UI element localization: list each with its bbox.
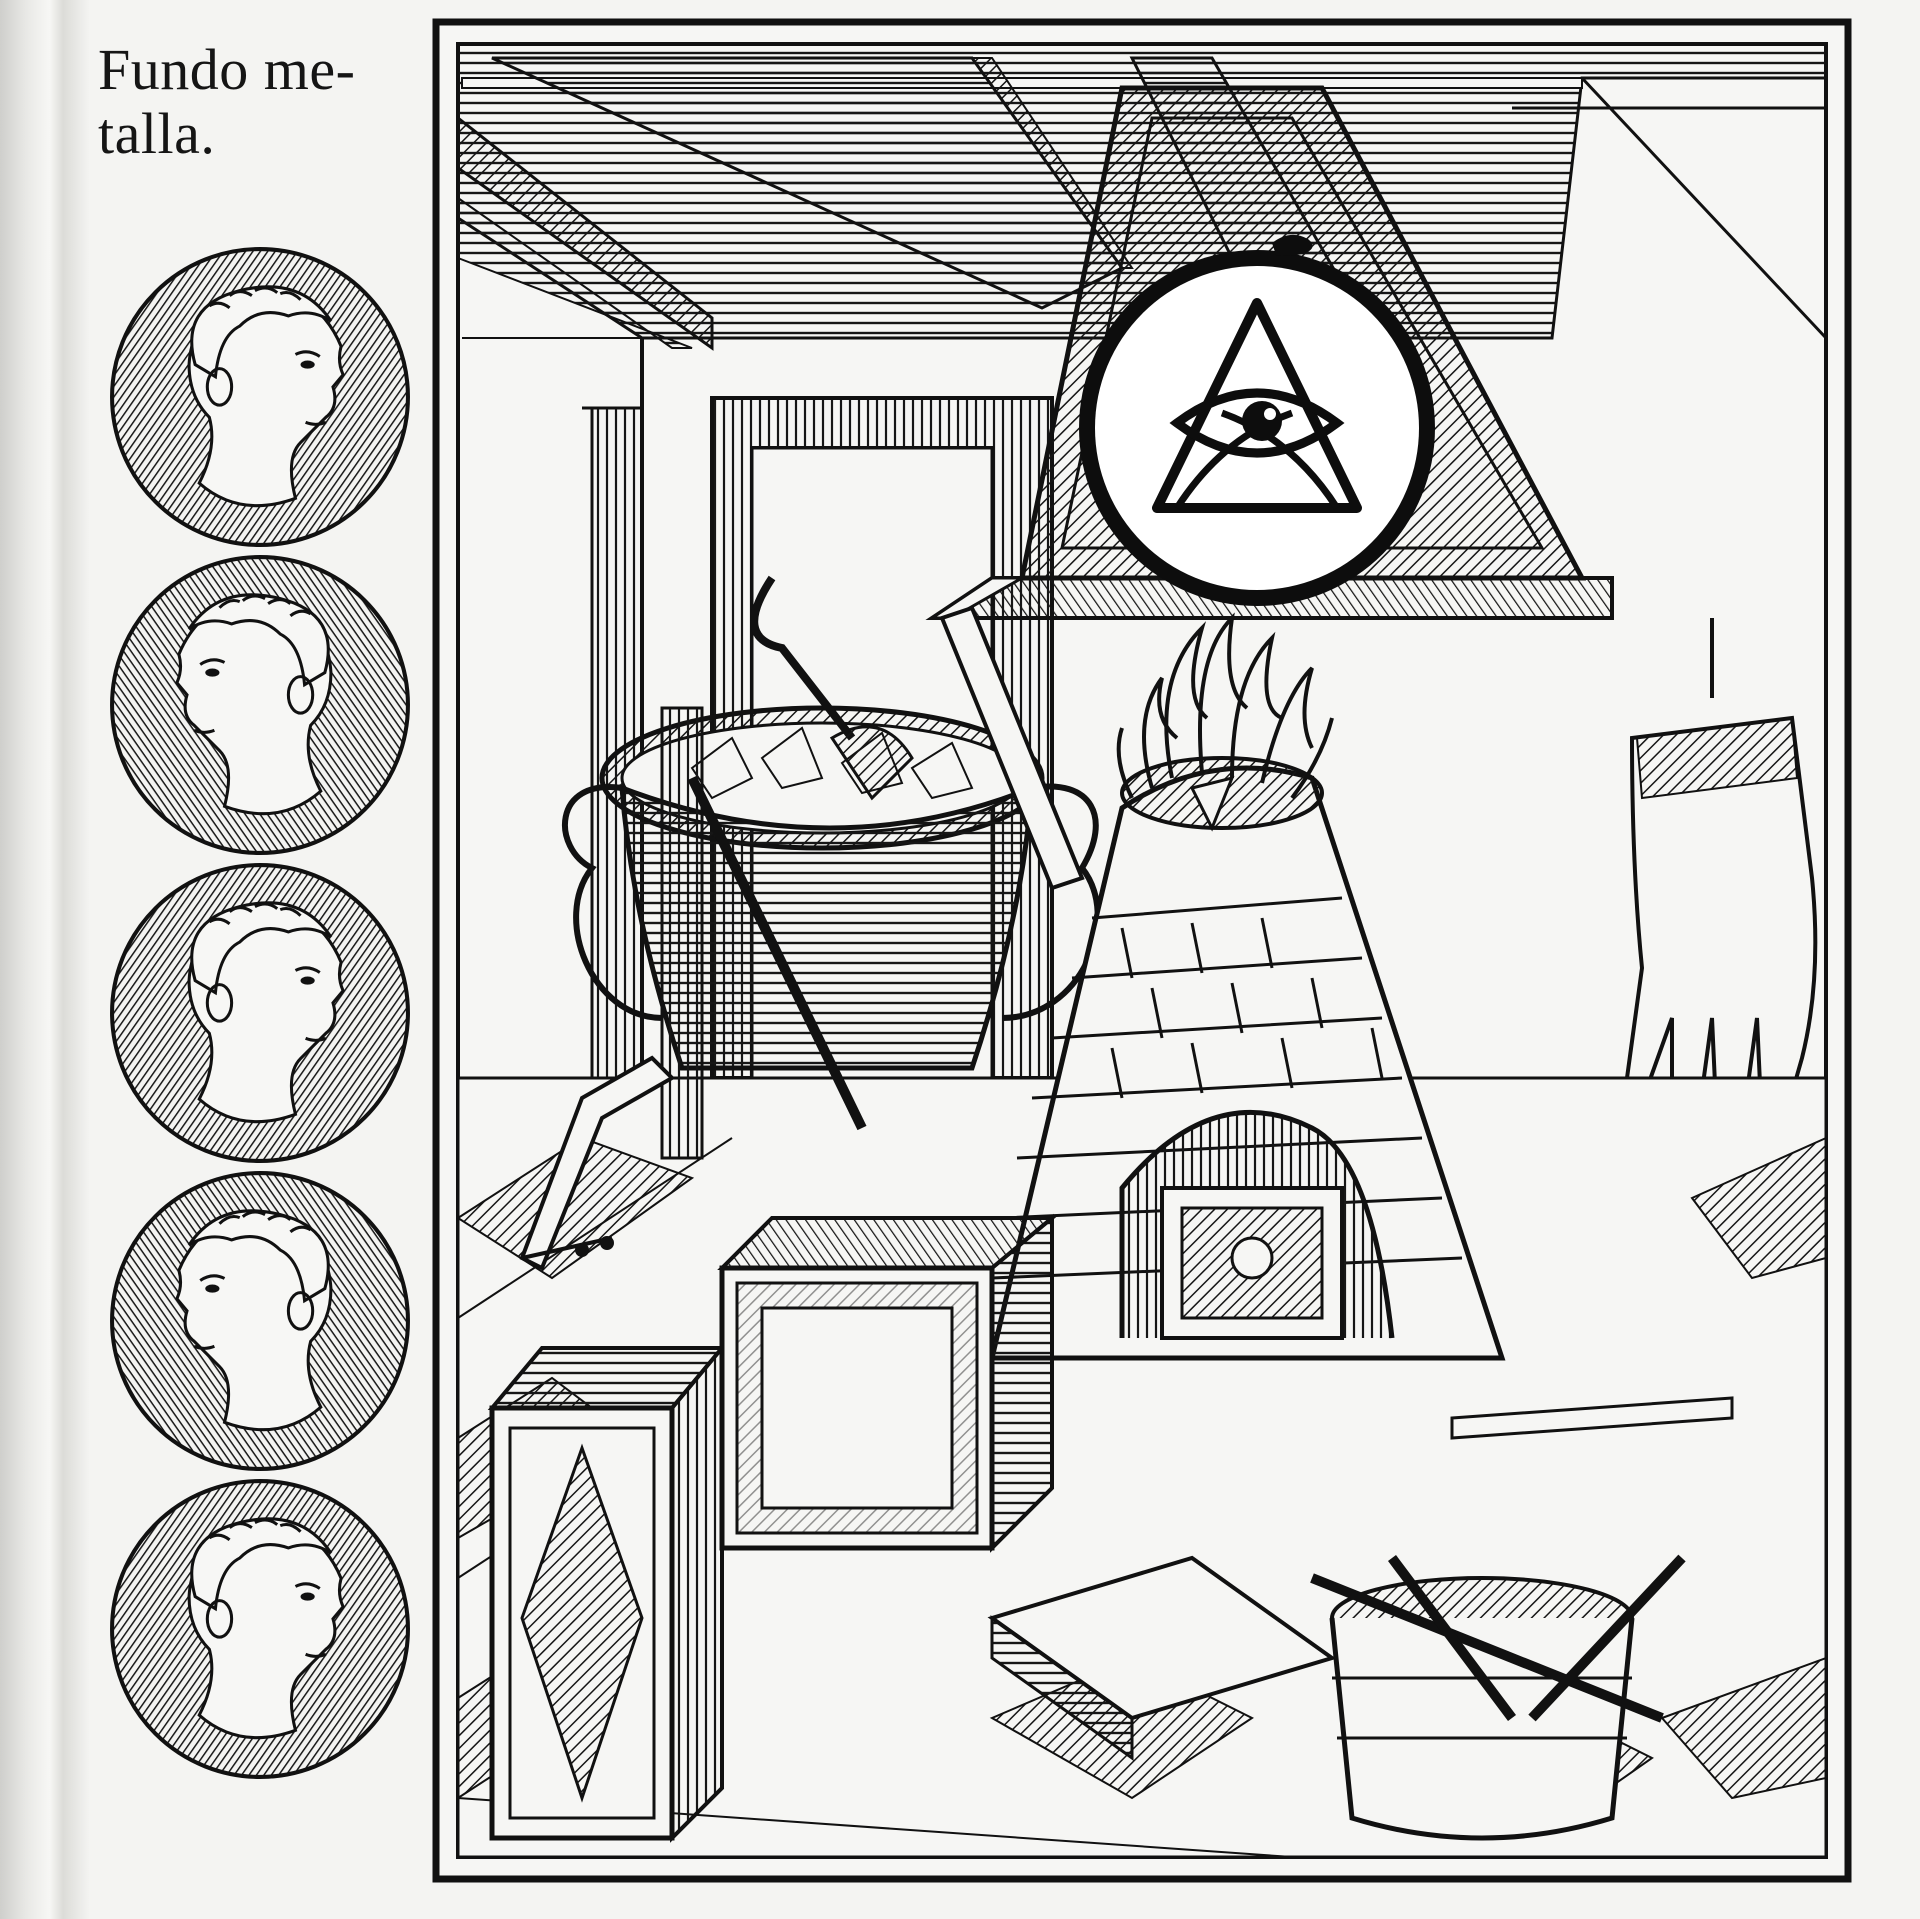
glove xyxy=(1624,618,1818,1130)
bucket xyxy=(1310,1396,1734,1841)
box-left xyxy=(487,1342,727,1843)
tools xyxy=(519,575,1085,1271)
medallion-head-icon xyxy=(110,1479,410,1779)
flames xyxy=(1116,612,1334,800)
furnace xyxy=(988,756,1506,1361)
medallion-head-icon xyxy=(110,1171,410,1471)
book-page-edge xyxy=(0,0,90,1919)
caption-line-1: Fundo me- xyxy=(98,37,356,102)
woodcut-illustration xyxy=(432,18,1852,1885)
medallion-column xyxy=(108,245,418,1805)
eye-in-triangle-icon xyxy=(1079,234,1435,606)
caption: Fundo me- talla. xyxy=(98,38,428,166)
medallion-head-icon xyxy=(110,863,410,1163)
box-right xyxy=(717,1213,1058,1553)
medallion-head-icon xyxy=(110,247,410,547)
caption-line-2: talla. xyxy=(98,101,216,166)
medallion-head-icon xyxy=(110,555,410,855)
book xyxy=(987,1555,1337,1761)
